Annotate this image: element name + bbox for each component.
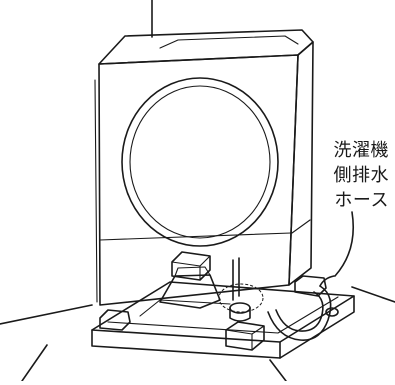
feet [99, 251, 327, 351]
washing-machine [94, 29, 314, 306]
callout-line-2: 側排水 [333, 165, 389, 186]
floor-pan [91, 281, 355, 359]
door-window [121, 77, 279, 247]
drain-hose [267, 211, 355, 341]
callout-line-1: 洗濯機 [333, 140, 389, 161]
callout-line-3: ホース [334, 190, 389, 211]
drain-pipe [218, 257, 264, 322]
drain-cover [159, 266, 221, 309]
